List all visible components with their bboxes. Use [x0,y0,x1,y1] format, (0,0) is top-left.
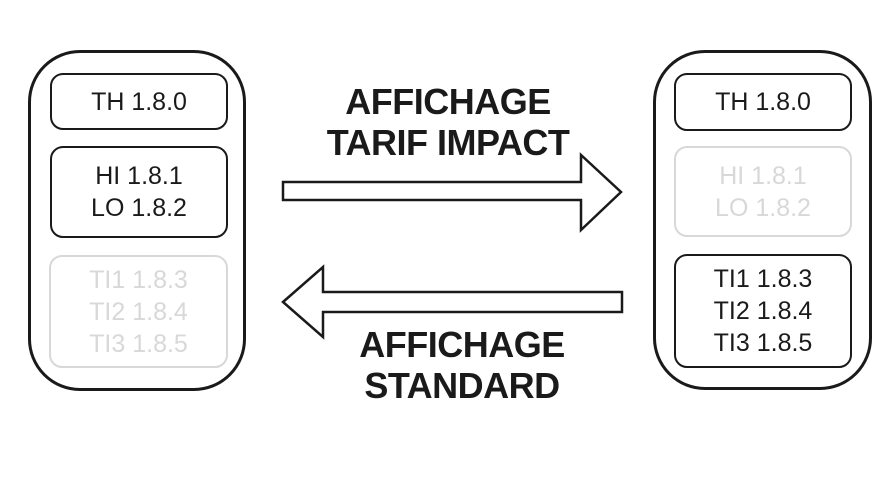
screen-line: TI2 1.8.4 [89,297,188,326]
screen-ti-left: TI1 1.8.3 TI2 1.8.4 TI3 1.8.5 [49,255,228,368]
label-line: STANDARD [364,365,560,406]
label-line: TARIF IMPACT [326,122,570,163]
device-right: TH 1.8.0 HI 1.8.1 LO 1.8.2 TI1 1.8.3 TI2… [653,50,872,390]
screen-ti-right: TI1 1.8.3 TI2 1.8.4 TI3 1.8.5 [674,254,852,368]
screen-th-left: TH 1.8.0 [50,73,228,130]
screen-line: TH 1.8.0 [91,87,187,116]
screen-line: HI 1.8.1 [95,162,183,190]
label-tarif-impact: AFFICHAGE TARIF IMPACT [283,81,613,163]
screen-line: TI3 1.8.5 [89,329,188,358]
screen-line: HI 1.8.1 [719,161,807,190]
device-left: TH 1.8.0 HI 1.8.1 LO 1.8.2 TI1 1.8.3 TI2… [28,50,246,391]
screen-line: TI1 1.8.3 [89,265,188,294]
screen-line: LO 1.8.2 [715,193,811,222]
screen-line: TH 1.8.0 [715,88,811,116]
arrow-right-icon [281,152,623,233]
label-line: AFFICHAGE [345,81,551,122]
label-line: AFFICHAGE [359,324,565,365]
label-standard: AFFICHAGE STANDARD [297,324,627,406]
screen-line: TI1 1.8.3 [713,265,813,293]
arrow-left-icon [281,264,624,340]
screen-th-right: TH 1.8.0 [674,73,852,131]
screen-hilo-right: HI 1.8.1 LO 1.8.2 [674,146,852,237]
screen-line: TI2 1.8.4 [713,297,813,325]
screen-hilo-left: HI 1.8.1 LO 1.8.2 [50,146,228,238]
screen-line: TI3 1.8.5 [713,329,813,357]
screen-line: LO 1.8.2 [91,194,187,222]
